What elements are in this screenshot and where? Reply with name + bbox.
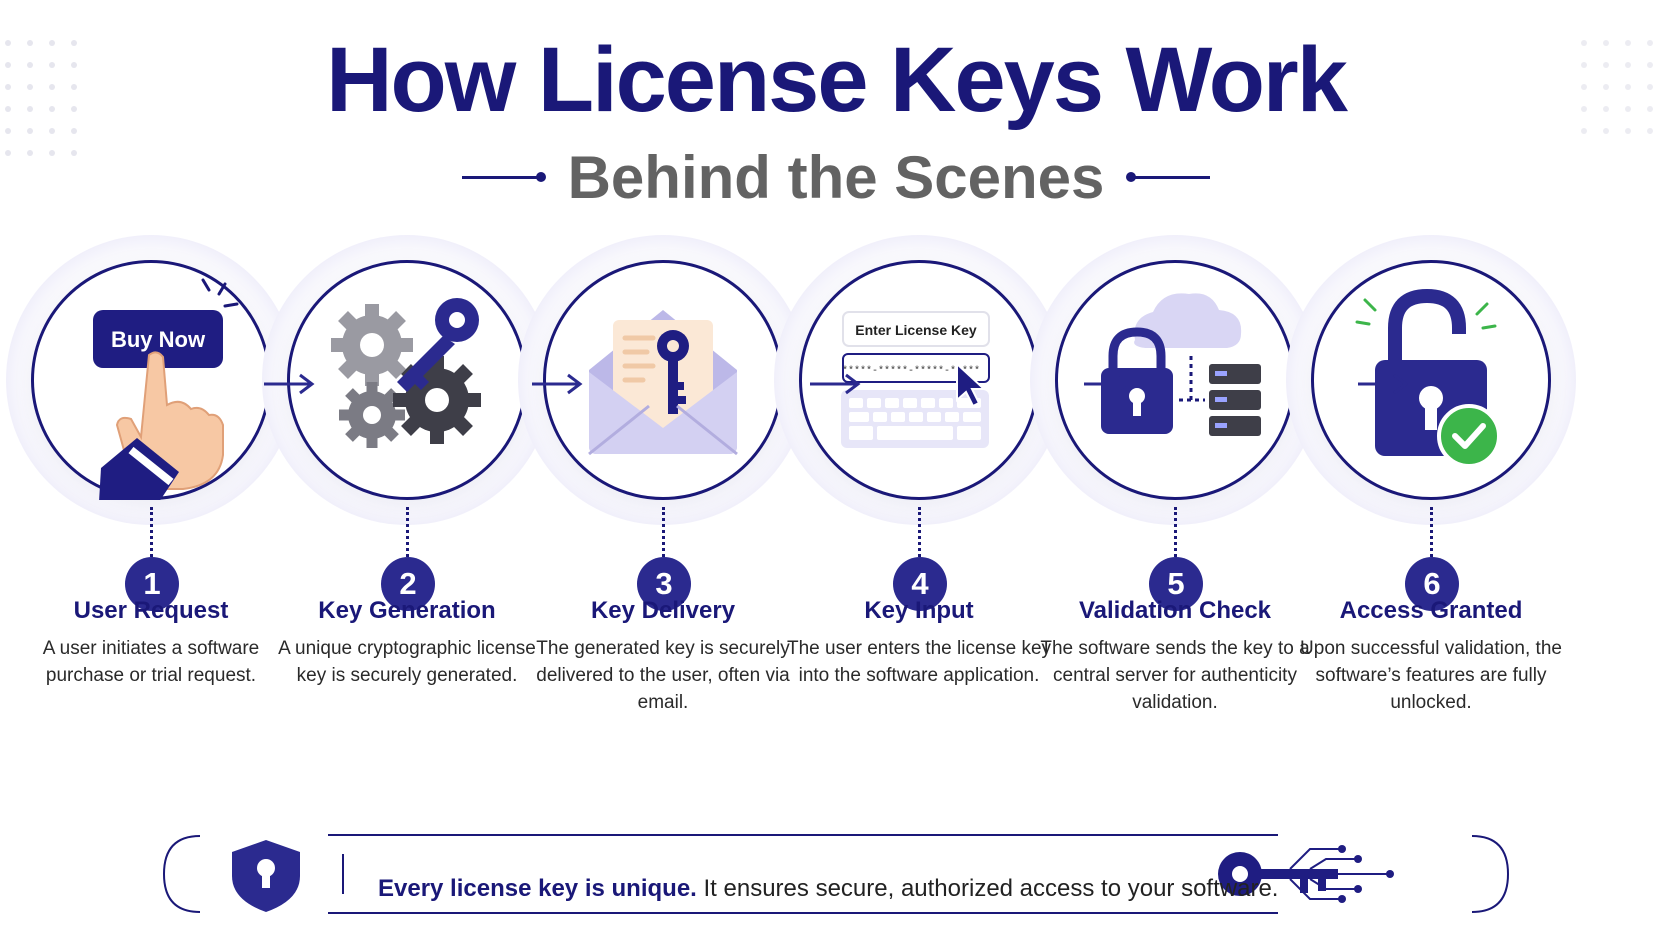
dot-grid-right <box>1581 40 1653 134</box>
step-number: 1 <box>125 557 179 611</box>
step-description: A unique cryptographic license key is se… <box>278 638 536 686</box>
flow-arrow-4 <box>1084 373 1135 395</box>
step-connector <box>150 507 153 557</box>
footer-lead: Every license key is unique. <box>378 875 697 902</box>
step-description: The generated key is securely delivered … <box>536 638 790 713</box>
step-number: 2 <box>381 557 435 611</box>
step-title: Key Delivery <box>590 597 736 624</box>
step-description: Upon successful validation, the software… <box>1300 638 1562 713</box>
subtitle-row: Behind the Scenes <box>0 142 1672 212</box>
step-number: 4 <box>893 557 947 611</box>
flow-arrow-3 <box>810 373 861 395</box>
shield-keyhole-icon <box>232 840 300 912</box>
keyboard-icon: Enter License Key *****-*****-*****-****… <box>841 311 990 448</box>
envelope-key-icon <box>588 310 738 456</box>
subtitle-line-left <box>461 172 546 182</box>
step-access-granted: 6 Access Granted Upon successful validat… <box>1286 235 1576 713</box>
step-connector <box>406 507 409 557</box>
step-number: 6 <box>1405 557 1459 611</box>
footer-message: Every license key is unique. It ensures … <box>378 875 1278 903</box>
step-key-generation: 2 Key Generation A unique cryptographic … <box>262 235 552 686</box>
step-circle <box>1286 235 1576 525</box>
step-connector <box>662 507 665 557</box>
step-circle <box>262 235 552 525</box>
unlocked-padlock-icon <box>1355 288 1501 468</box>
flow-arrow-2 <box>532 373 583 395</box>
padlock-server-icon <box>1101 293 1261 436</box>
page-subtitle: Behind the Scenes <box>567 143 1105 211</box>
circuit-key-icon <box>1218 845 1394 903</box>
flow-arrow-1 <box>264 373 315 395</box>
flow-arrow-5 <box>1358 373 1409 395</box>
step-description: The software sends the key to a central … <box>1040 638 1310 713</box>
step-title: Access Granted <box>1339 597 1523 624</box>
buy-now-label: Buy Now <box>111 327 206 352</box>
enter-license-key-label: Enter License Key <box>855 322 977 338</box>
step-key-input: Enter License Key *****-*****-*****-****… <box>774 235 1064 686</box>
step-connector <box>1174 507 1177 557</box>
step-key-delivery: 3 Key Delivery The generated key is secu… <box>518 235 808 713</box>
step-circle: Buy Now <box>6 235 296 525</box>
step-circle <box>518 235 808 525</box>
cursor-hand-icon: Buy Now <box>93 278 239 500</box>
license-key-field: *****-*****-*****-***** <box>842 365 980 377</box>
step-number: 5 <box>1149 557 1203 611</box>
step-circle: Enter License Key *****-*****-*****-****… <box>774 235 1064 525</box>
step-connector <box>1430 507 1433 557</box>
footer-banner <box>162 834 1510 914</box>
step-title: User Request <box>73 597 229 624</box>
step-title: Validation Check <box>1078 597 1272 624</box>
step-title: Key Generation <box>318 597 496 624</box>
step-user-request: Buy Now 1 User Request A user initiates … <box>6 235 296 686</box>
step-connector <box>918 507 921 557</box>
page-title: How License Keys Work <box>326 29 1348 131</box>
footer-text: It ensures secure, authorized access to … <box>696 875 1279 902</box>
step-description: A user initiates a software purchase or … <box>42 638 260 686</box>
step-title: Key Input <box>864 597 974 624</box>
subtitle-line-right <box>1126 172 1211 182</box>
dot-grid-left <box>5 40 77 156</box>
step-validation-check: 5 Validation Check The software sends th… <box>1030 235 1320 713</box>
step-description: The user enters the license key into the… <box>786 638 1052 686</box>
step-circle <box>1030 235 1320 525</box>
gears-key-icon <box>331 298 481 448</box>
step-number: 3 <box>637 557 691 611</box>
